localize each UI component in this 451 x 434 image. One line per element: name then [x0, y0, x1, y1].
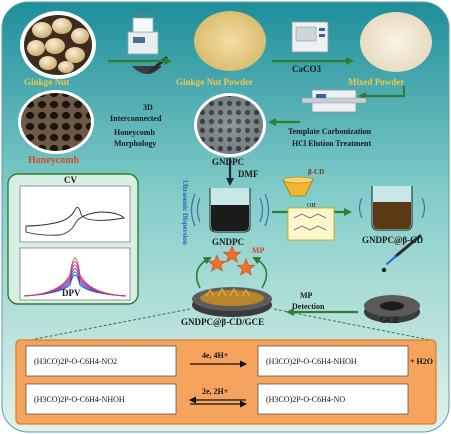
dropper-image — [381, 234, 422, 273]
curved-arrow-left — [195, 257, 212, 289]
dpv-curve-5 — [23, 261, 127, 297]
beta-cd-cone-image — [282, 176, 314, 197]
label-morphology-3: Honeycomb — [114, 128, 155, 137]
freeze-dryer-image — [127, 10, 159, 55]
gndpc-beta-cd-beaker-image — [358, 186, 426, 231]
gce-electrode-image — [364, 295, 420, 323]
ginkgo-powder-image — [194, 11, 266, 71]
label-gndpc-left: GNDPC — [212, 237, 244, 247]
label-electrode: GNDPC@β-CD/GCE — [181, 317, 265, 327]
label-dpv: DPV — [62, 288, 81, 298]
label-ultrasonic: Ultrasonic Dispersion — [181, 180, 189, 245]
label-beta-cd: β-CD — [308, 168, 325, 176]
dpv-curve-2 — [23, 271, 127, 297]
reaction1-side-product: + H2O — [410, 357, 434, 366]
reaction1-left: (H3CO)2P-O-C6H4-NO2 — [34, 357, 118, 366]
dpv-curve-6 — [23, 257, 127, 297]
reaction2-left: (H3CO)2P-O-C6H4-NHOH — [34, 395, 125, 404]
label-morphology-1: 3D — [143, 103, 153, 112]
reaction2-arrow-label: 2e, 2H+ — [202, 387, 229, 396]
reaction1-right: (H3CO)2P-O-C6H4-NHOH — [266, 357, 357, 366]
reaction2-right: (H3CO)2P-O-C6H4-NO — [266, 395, 346, 404]
label-morphology-2: Interconnected — [110, 114, 162, 123]
label-ginkgo-powder: Ginkgo Nut Powder — [176, 77, 254, 87]
dashed-line-left — [29, 308, 191, 341]
modified-electrode-image — [192, 287, 272, 317]
label-cv: CV — [64, 175, 77, 185]
reaction1-right-box — [257, 345, 409, 377]
beta-cd-structure-image — [287, 207, 335, 241]
label-dmf: DMF — [238, 169, 259, 179]
honeycomb-image — [18, 90, 94, 154]
muffle-furnace-image — [291, 21, 329, 53]
dpv-curve-4 — [23, 264, 127, 297]
curved-arrow-right — [252, 257, 268, 289]
label-template-2: HCl Elution Treatment — [292, 139, 372, 148]
label-mp-detection-2: Detection — [292, 302, 325, 311]
mixed-powder-image — [360, 12, 432, 72]
ginkgo-nut-image — [20, 11, 96, 79]
cv-dpv-panel — [7, 173, 139, 305]
label-mp: MP — [252, 246, 265, 255]
label-mixed-powder: Mixed Powder — [348, 77, 405, 87]
dpv-curve-1 — [23, 274, 127, 297]
label-morphology-4: Morphology — [114, 139, 157, 148]
reaction1-left-box — [25, 345, 177, 377]
label-gndpc-beta-cd: GNDPC@β-CD — [362, 235, 424, 245]
reaction2-right-box — [257, 383, 409, 415]
mp-stars — [207, 245, 256, 276]
reaction2-left-box — [25, 383, 177, 415]
label-oh: OH — [307, 203, 316, 209]
gndpc-beaker-image — [190, 188, 270, 233]
dpv-curve-3 — [23, 268, 127, 297]
reaction1-arrow-label: 4e, 4H+ — [202, 351, 229, 360]
arrow-mixed-to-furnace — [358, 86, 406, 100]
label-gce: GCE — [380, 315, 400, 325]
label-gndpc-top: GNDPC — [212, 157, 244, 167]
label-caco3: CaCO3 — [292, 64, 321, 74]
label-ginkgo-nut: Ginkgo Nut — [24, 77, 70, 87]
label-honeycomb: Honeycomb — [28, 155, 80, 166]
tube-furnace-image — [301, 89, 367, 113]
gndpc-sem-image — [194, 93, 266, 157]
dashed-line-right — [273, 308, 431, 341]
label-template-1: Template Carbonization — [288, 127, 372, 136]
label-mp-detection-1: MP — [300, 291, 313, 300]
cv-curve — [25, 206, 125, 236]
